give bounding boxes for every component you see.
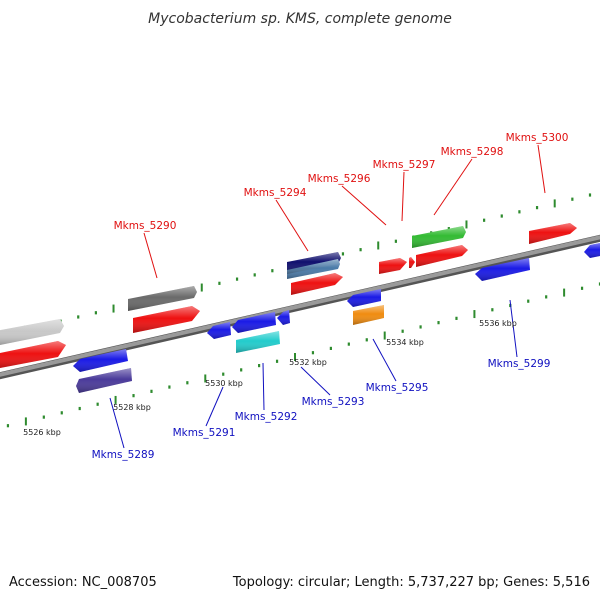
topology-summary-text: Topology: circular; Length: 5,737,227 bp…	[232, 575, 590, 590]
gene-label-mkms-5299[interactable]: Mkms_5299	[488, 358, 551, 370]
leader-line	[433, 158, 473, 216]
scale-label: 5532 kbp	[289, 358, 327, 367]
leader-line	[372, 338, 397, 382]
gene-label-mkms-5294[interactable]: Mkms_5294	[244, 187, 307, 199]
gene-label-mkms-5289[interactable]: Mkms_5289	[92, 449, 155, 461]
genome-backbone	[0, 234, 600, 380]
leader-line	[109, 397, 125, 449]
gene-labels: Mkms_5290Mkms_5294Mkms_5296Mkms_5297Mkms…	[92, 132, 569, 461]
scale-label: 5536 kbp	[479, 319, 517, 328]
scale-label: 5526 kbp	[23, 428, 61, 437]
leader-line	[401, 171, 405, 222]
scale-label: 5534 kbp	[386, 338, 424, 347]
gene-label-mkms-5297[interactable]: Mkms_5297	[373, 159, 436, 171]
leader-line	[537, 144, 546, 194]
leader-line	[262, 362, 265, 411]
leader-line	[275, 199, 309, 252]
backbone-line	[0, 235, 600, 377]
scale-labels: 5526 kbp 5528 kbp 5530 kbp 5532 kbp 5534 kbp…	[23, 319, 517, 437]
leader-line	[509, 299, 518, 358]
map-title: Mycobacterium sp. KMS, complete genome	[148, 11, 452, 27]
gene-label-mkms-5292[interactable]: Mkms_5292	[235, 411, 298, 423]
gene-label-mkms-5296[interactable]: Mkms_5296	[308, 173, 371, 185]
accession-text: Accession: NC_008705	[9, 575, 157, 590]
gene-label-mkms-5293[interactable]: Mkms_5293	[302, 396, 365, 408]
gene-label-mkms-5290[interactable]: Mkms_5290	[114, 220, 177, 232]
gene-label-mkms-5295[interactable]: Mkms_5295	[366, 382, 429, 394]
lower-tick-row	[6, 282, 600, 428]
leader-line	[300, 366, 331, 396]
gene-label-mkms-5298[interactable]: Mkms_5298	[441, 146, 504, 158]
leader-line	[205, 386, 224, 427]
label-leader-lines	[109, 144, 546, 449]
leader-line	[143, 232, 158, 279]
scale-label: 5530 kbp	[205, 379, 243, 388]
leader-line	[341, 185, 387, 226]
scale-label: 5528 kbp	[113, 403, 151, 412]
gene-label-mkms-5291[interactable]: Mkms_5291	[173, 427, 236, 439]
gene-label-mkms-5300[interactable]: Mkms_5300	[506, 132, 569, 144]
